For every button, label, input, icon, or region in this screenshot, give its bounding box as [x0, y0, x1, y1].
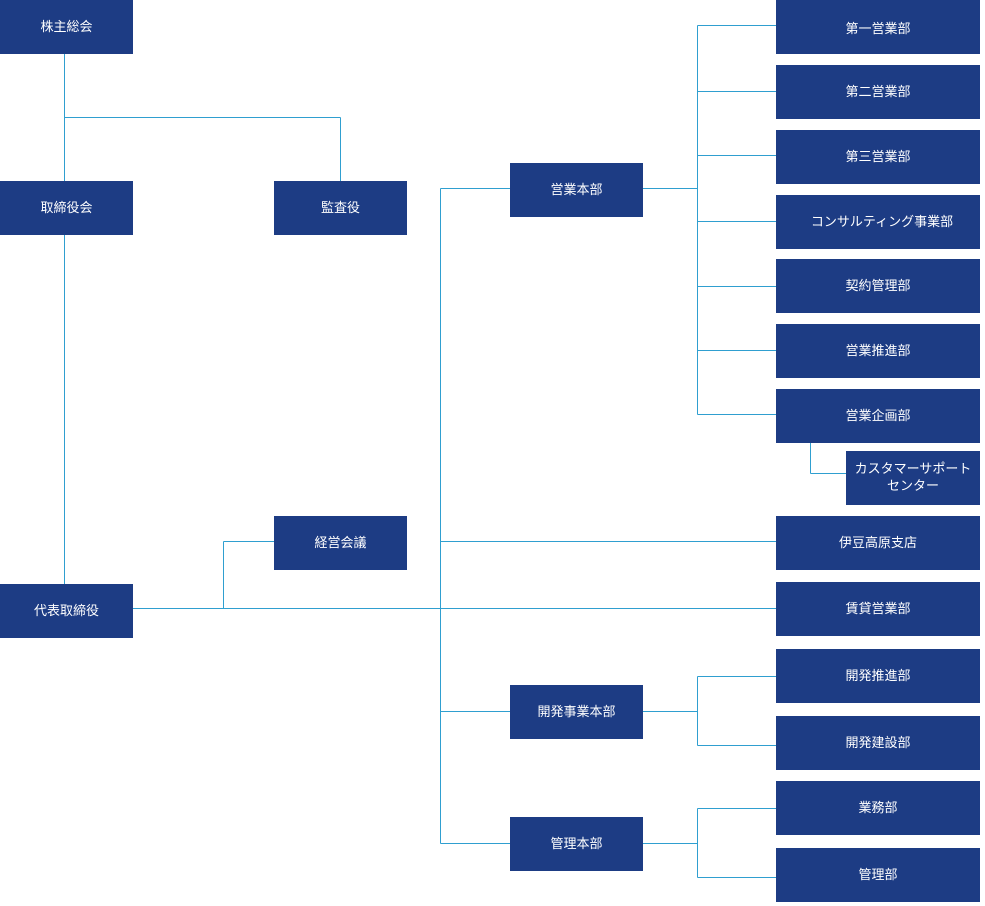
- node-label: 開発推進部: [845, 668, 911, 684]
- node-sales-dept-1: 第一営業部: [776, 0, 980, 54]
- node-shareholders-meeting: 株主総会: [0, 0, 133, 54]
- node-sales-dept-2: 第二営業部: [776, 65, 980, 119]
- node-sales-promotion: 営業推進部: [776, 324, 980, 378]
- node-consulting-division: コンサルティング事業部: [776, 195, 980, 249]
- node-label: 第三営業部: [845, 149, 911, 165]
- node-board-of-directors: 取締役会: [0, 181, 133, 235]
- node-label: 経営会議: [314, 535, 367, 551]
- node-administration-headquarters: 管理本部: [510, 817, 643, 871]
- node-label: 伊豆高原支店: [838, 535, 917, 551]
- node-label: 業務部: [858, 800, 898, 816]
- node-rental-sales-department: 賃貸営業部: [776, 582, 980, 636]
- node-operations-department: 業務部: [776, 781, 980, 835]
- node-label-line-1: カスタマーサポート: [854, 462, 972, 477]
- node-label-line-2: センター: [886, 479, 939, 494]
- node-label: 営業本部: [550, 182, 603, 198]
- node-development-construction: 開発建設部: [776, 716, 980, 770]
- node-label: 開発建設部: [845, 735, 911, 751]
- node-sales-planning: 営業企画部: [776, 389, 980, 443]
- node-representative-director: 代表取締役: [0, 584, 133, 638]
- node-customer-support-center: カスタマーサポート センター: [846, 451, 980, 505]
- node-label: 代表取締役: [33, 603, 99, 619]
- node-label: コンサルティング事業部: [810, 214, 954, 230]
- node-auditor: 監査役: [274, 181, 407, 235]
- node-label: 賃貸営業部: [845, 601, 911, 617]
- node-sales-dept-3: 第三営業部: [776, 130, 980, 184]
- node-label: 契約管理部: [845, 278, 911, 294]
- node-development-headquarters: 開発事業本部: [510, 685, 643, 739]
- node-label: 第一営業部: [845, 21, 911, 37]
- node-label: 営業推進部: [845, 343, 911, 359]
- node-label: 管理本部: [550, 836, 603, 852]
- node-label: 営業企画部: [845, 408, 911, 424]
- node-development-promotion: 開発推進部: [776, 649, 980, 703]
- node-contract-management: 契約管理部: [776, 259, 980, 313]
- node-sales-headquarters: 営業本部: [510, 163, 643, 217]
- node-label: 監査役: [320, 200, 360, 216]
- node-administration-department: 管理部: [776, 848, 980, 902]
- node-label: 第二営業部: [845, 84, 911, 100]
- node-label: 開発事業本部: [537, 704, 616, 720]
- node-izu-kogen-branch: 伊豆高原支店: [776, 516, 980, 570]
- node-management-meeting: 経営会議: [274, 516, 407, 570]
- node-label: 株主総会: [40, 19, 93, 35]
- node-label: 管理部: [858, 867, 898, 883]
- node-label: 取締役会: [40, 200, 93, 216]
